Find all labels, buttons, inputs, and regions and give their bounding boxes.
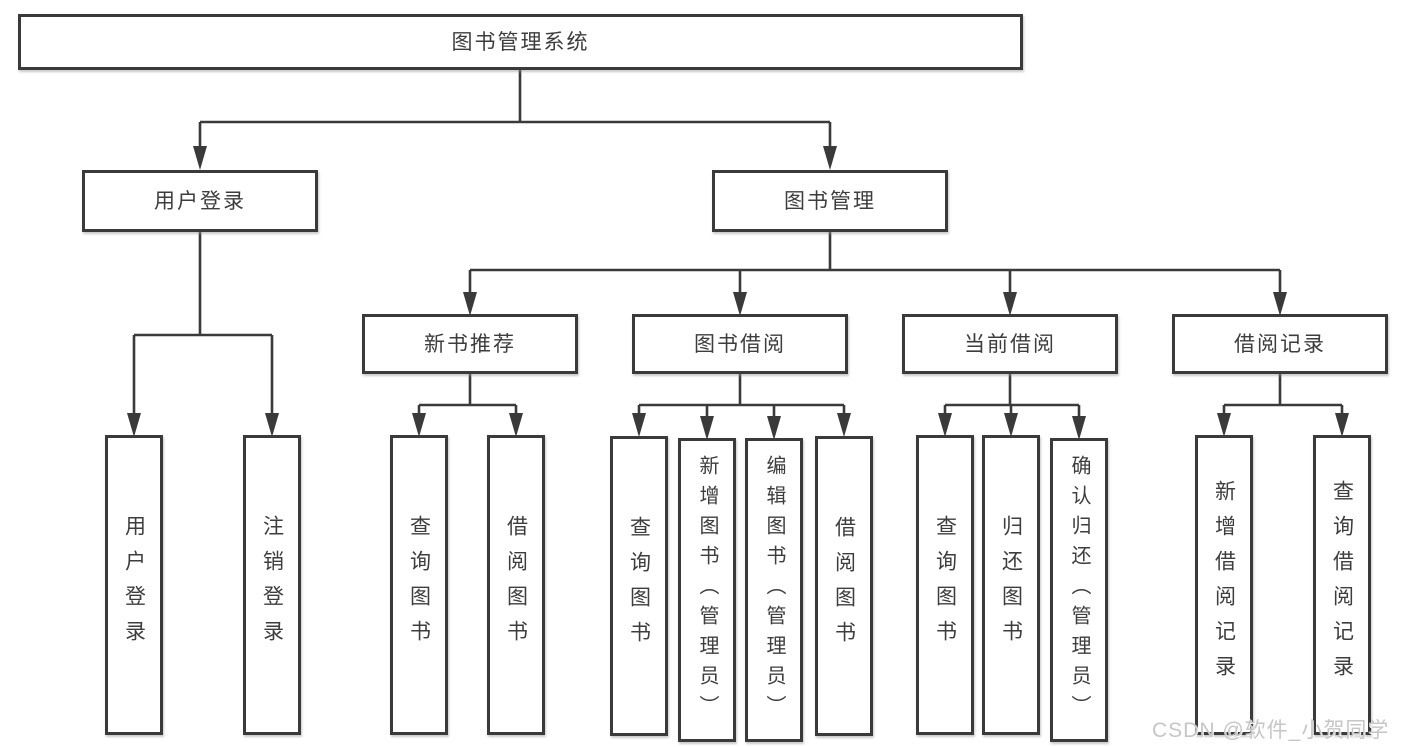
- leaf-logout: 注销登录: [243, 435, 301, 735]
- arrowhead-icon: [1273, 292, 1287, 316]
- node-label: 用户登录: [122, 515, 146, 655]
- leaf-query-books-recommend: 查询图书: [390, 435, 448, 735]
- node-label: 归还图书: [999, 515, 1023, 655]
- leaf-query-borrow-record: 查询借阅记录: [1313, 435, 1371, 735]
- node-label: 当前借阅: [964, 332, 1056, 356]
- arrowhead-icon: [1003, 292, 1017, 316]
- leaf-query-books-borrowing: 查询图书: [610, 436, 668, 736]
- arrowhead-icon: [127, 413, 141, 437]
- node-label: 图书管理: [784, 189, 876, 213]
- node-label: 编辑图书（管理员）: [763, 455, 785, 725]
- node-label: 查询图书: [627, 516, 651, 656]
- watermark: CSDN @软件_小贺同学: [1152, 719, 1390, 742]
- leaf-query-books-current: 查询图书: [916, 435, 974, 735]
- node-label: 新增借阅记录: [1212, 480, 1236, 690]
- node-book-borrowing: 图书借阅: [632, 314, 848, 374]
- node-label: 新书推荐: [424, 332, 516, 356]
- node-label: 查询图书: [933, 515, 957, 655]
- arrowhead-icon: [632, 413, 646, 437]
- arrowhead-icon: [509, 413, 523, 437]
- arrowhead-icon: [265, 413, 279, 437]
- arrowhead-icon: [1217, 413, 1231, 437]
- leaf-user-login: 用户登录: [105, 435, 163, 735]
- leaf-edit-books-admin: 编辑图书（管理员）: [745, 438, 803, 742]
- node-label: 图书管理系统: [451, 30, 590, 54]
- node-library-management-system: 图书管理系统: [18, 14, 1023, 70]
- arrowhead-icon: [1072, 416, 1086, 440]
- node-label: 查询图书: [407, 515, 431, 655]
- arrowhead-icon: [1335, 413, 1349, 437]
- node-book-management: 图书管理: [712, 170, 948, 232]
- leaf-borrow-books: 借阅图书: [815, 436, 873, 736]
- node-label: 用户登录: [154, 189, 246, 213]
- node-label: 新增图书（管理员）: [696, 455, 718, 725]
- arrowhead-icon: [733, 292, 747, 316]
- node-borrowing-records: 借阅记录: [1172, 314, 1388, 374]
- node-user-login: 用户登录: [82, 170, 318, 232]
- leaf-add-books-admin: 新增图书（管理员）: [678, 438, 736, 742]
- node-label: 查询借阅记录: [1330, 480, 1354, 690]
- arrowhead-icon: [193, 146, 207, 170]
- arrowhead-icon: [700, 416, 714, 440]
- arrowhead-icon: [412, 413, 426, 437]
- node-label: 借阅图书: [504, 515, 528, 655]
- node-current-borrowing: 当前借阅: [902, 314, 1118, 374]
- arrowhead-icon: [938, 413, 952, 437]
- arrowhead-icon: [837, 413, 851, 437]
- arrowhead-icon: [463, 292, 477, 316]
- arrowhead-icon: [767, 416, 781, 440]
- node-label: 图书借阅: [694, 332, 786, 356]
- leaf-confirm-return-admin: 确认归还（管理员）: [1050, 438, 1108, 742]
- leaf-borrow-books-recommend: 借阅图书: [487, 435, 545, 735]
- node-new-book-recommendation: 新书推荐: [362, 314, 578, 374]
- node-label: 确认归还（管理员）: [1068, 455, 1090, 725]
- arrowhead-icon: [823, 146, 837, 170]
- leaf-add-borrow-record: 新增借阅记录: [1195, 435, 1253, 735]
- node-label: 借阅记录: [1234, 332, 1326, 356]
- arrowhead-icon: [1004, 413, 1018, 437]
- node-label: 借阅图书: [832, 516, 856, 656]
- node-label: 注销登录: [260, 515, 284, 655]
- leaf-return-books: 归还图书: [982, 435, 1040, 735]
